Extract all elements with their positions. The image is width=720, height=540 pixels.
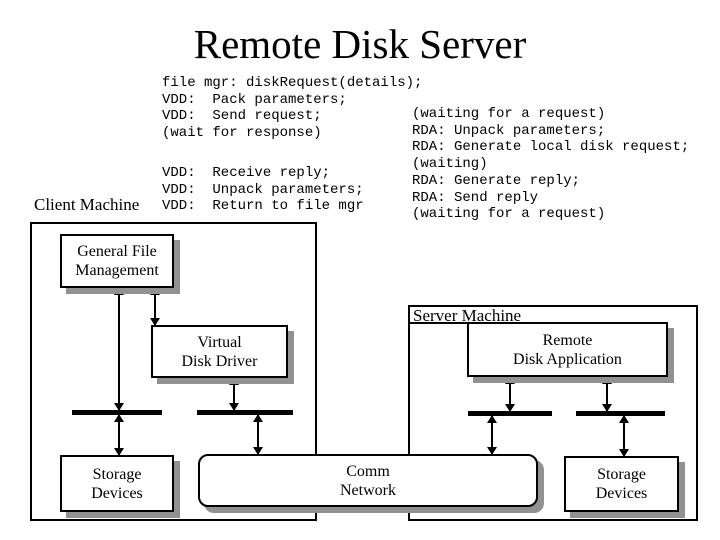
code-line: RDA: Generate reply;: [412, 172, 581, 189]
code-line: RDA: Unpack parameters;: [412, 122, 606, 139]
arrow-client-bus-to-comm: [257, 415, 259, 454]
code-line: (wait for response): [162, 125, 322, 142]
client-request-code: file mgr: diskRequest(details);VDD: Pack…: [162, 75, 422, 142]
code-line: RDA: Send reply: [412, 189, 539, 206]
arrow-vdd-to-client-bus: [233, 378, 235, 410]
box-label-line: Devices: [91, 484, 143, 502]
server-bus-left: [468, 411, 552, 416]
client-machine-box: [30, 222, 317, 521]
code-line: VDD: Pack parameters;: [162, 91, 347, 108]
box-label-line: Disk Application: [513, 350, 622, 368]
code-line: VDD: Unpack parameters;: [162, 181, 364, 198]
code-line: VDD: Receive reply;: [162, 165, 331, 181]
box-label-line: Disk Driver: [181, 352, 258, 370]
box-label-line: Comm: [346, 462, 390, 480]
code-line: (waiting): [412, 156, 488, 173]
box-label-line: Devices: [595, 485, 648, 502]
code-line: VDD: Return to file mgr: [162, 198, 364, 215]
box-label-line: Network: [340, 481, 396, 499]
box-label-line: Management: [75, 262, 159, 279]
box-label-line: Storage: [597, 466, 646, 483]
client-machine-label: Client Machine: [34, 195, 140, 214]
arrow-rda-to-server-bus-left: [509, 377, 511, 411]
arrow-client-bus-to-storage: [118, 415, 120, 455]
box-label-line: General File: [77, 243, 157, 260]
arrow-gfm-to-vdd: [154, 288, 156, 325]
arrow-gfm-to-client-bus: [118, 288, 120, 410]
box-label-line: Remote: [542, 331, 593, 349]
code-line: file mgr: diskRequest(details);: [162, 75, 423, 91]
page-title: Remote Disk Server: [193, 21, 527, 67]
code-line: (waiting for a request): [412, 206, 606, 223]
code-line: VDD: Send request;: [162, 108, 322, 125]
box-label-line: Virtual: [197, 333, 242, 351]
box-label-line: Storage: [92, 465, 142, 483]
arrow-server-bus-to-comm: [491, 416, 493, 454]
code-line: RDA: Generate local disk request;: [412, 139, 690, 156]
server-steps-code: (waiting for a request)RDA: Unpack param…: [412, 106, 689, 223]
arrow-rda-to-server-bus-right: [606, 377, 608, 411]
server-bus-right: [576, 411, 665, 416]
client-bus-right: [197, 410, 293, 415]
client-bus-left: [72, 410, 162, 415]
client-reply-code: VDD: Receive reply;VDD: Unpack parameter…: [162, 165, 364, 215]
code-line: (waiting for a request): [412, 106, 606, 122]
arrow-server-bus-to-storage: [623, 416, 625, 456]
server-machine-box: Server Machine: [408, 305, 698, 521]
